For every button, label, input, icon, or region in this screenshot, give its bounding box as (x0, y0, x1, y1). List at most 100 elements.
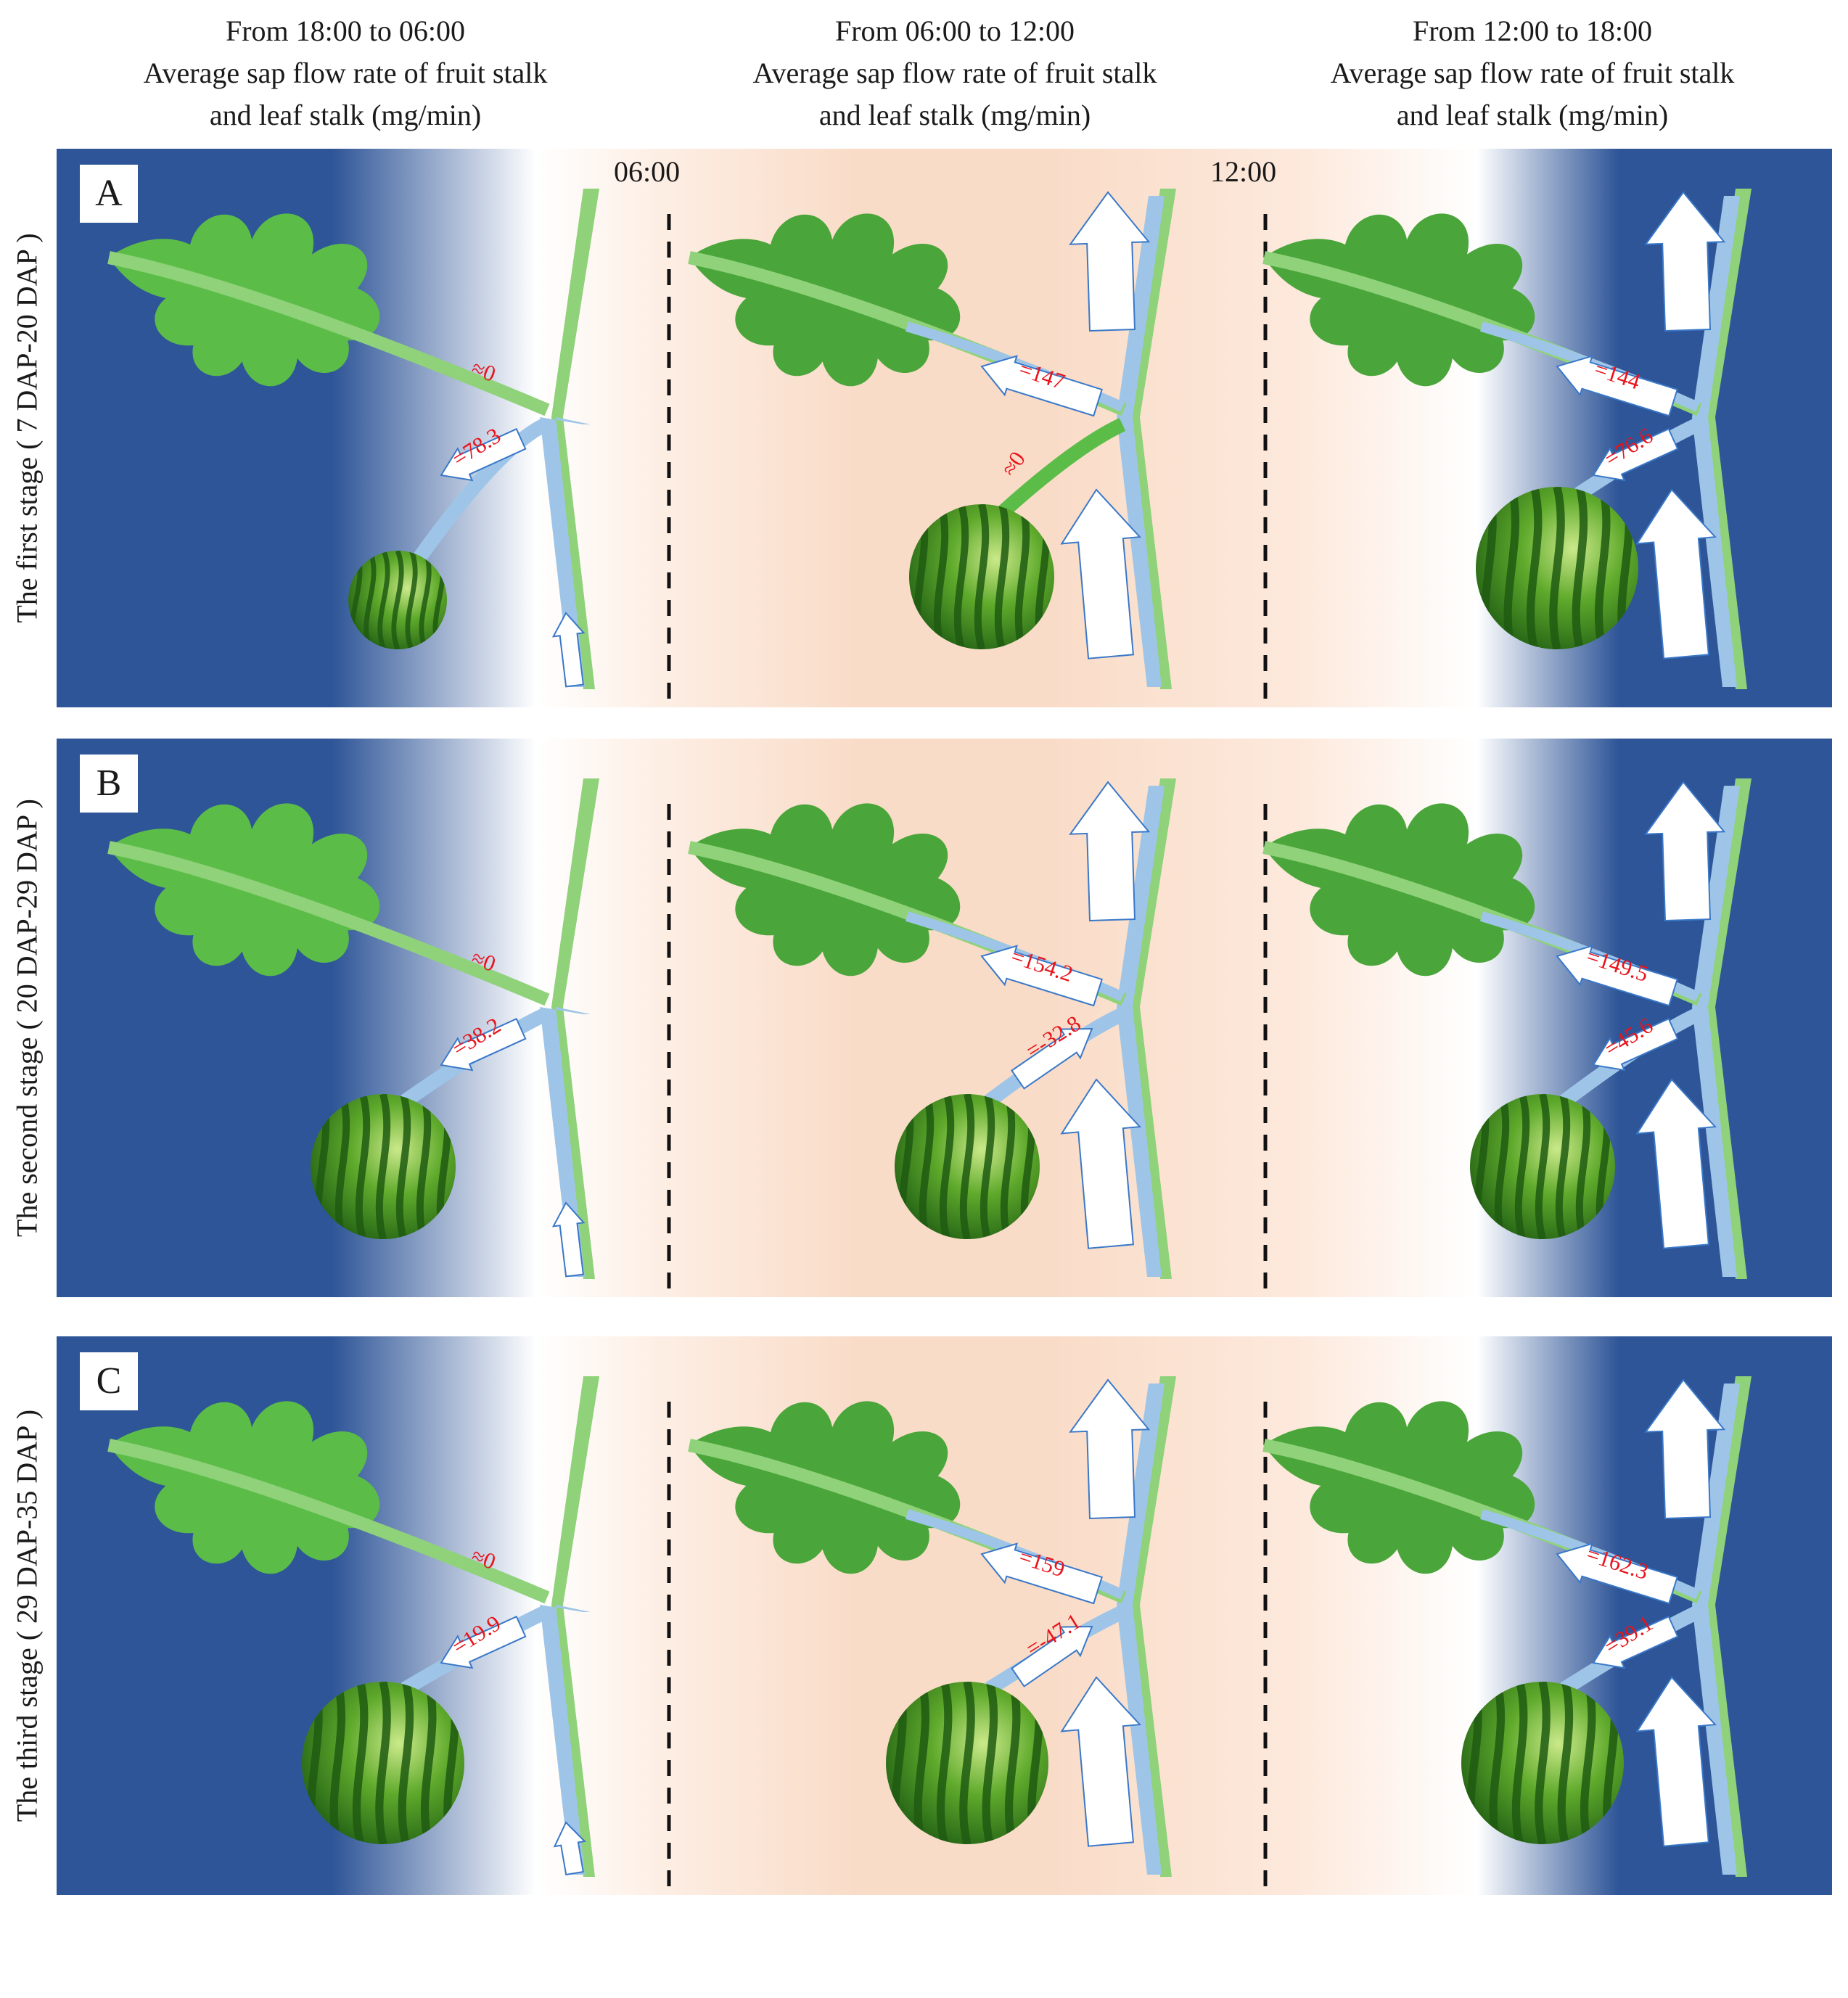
panel-letter: A (80, 165, 138, 223)
fruit-stripe (375, 1094, 391, 1239)
fruit-stripe (1549, 487, 1565, 649)
column-header-title: Average sap flow rate of fruit stalk (1330, 57, 1735, 89)
stem-flow-arrow-lower (1635, 488, 1717, 659)
stem-flow-arrow (551, 1201, 586, 1278)
fruit-stalk (998, 417, 1126, 517)
column-header-unit: and leaf stalk (mg/min) (1396, 99, 1669, 131)
time-marker-0600: 06:00 (614, 155, 681, 188)
fruit-stripe (352, 1682, 369, 1844)
fruit-stripe (974, 503, 990, 649)
xylem-sap-channel (540, 1007, 591, 1277)
column-header-time: From 06:00 to 12:00 (834, 15, 1075, 47)
fruit-stripe (1580, 1682, 1596, 1844)
panel-diagram: ≈0=78.3=147≈0=144=76.6 (57, 149, 1832, 707)
fruit-stripe (1514, 1094, 1530, 1239)
stage-label: The first stage ( 7 DAP-20 DAP ) (10, 233, 44, 623)
panel-second-stage: ≈0=38.2=154.2=-32.8=149.5=45.6 B (57, 739, 1832, 1297)
fruit-stripe (1557, 1682, 1574, 1844)
fruit-stripe (1489, 1682, 1506, 1844)
fruit-flow-arrow (1592, 427, 1679, 482)
xylem-sap-channel (1692, 1384, 1740, 1875)
fruit-stripe (933, 503, 949, 649)
stem-flow-arrow-lower (1060, 1078, 1142, 1249)
column-header-time: From 18:00 to 06:00 (225, 15, 466, 47)
leaf-flow-arrow (980, 945, 1103, 1007)
fruit-stripe (1503, 487, 1520, 649)
stem-flow-arrow (551, 612, 586, 688)
fruit-stripe (1000, 1094, 1016, 1239)
leaf-flow-arrow (1556, 1542, 1678, 1605)
fruit-stripe (364, 549, 377, 649)
column-header-title: Average sap flow rate of fruit stalk (752, 57, 1157, 89)
main-stem (1128, 1376, 1176, 1877)
stem-flow-arrow-upper (1644, 1378, 1726, 1520)
fruit-stripe (1526, 487, 1543, 649)
fruit-stripe (939, 1094, 955, 1239)
plant-scene: =144=76.6 (1262, 189, 1752, 689)
main-stem (1704, 189, 1752, 689)
fruit-stalk (413, 417, 549, 562)
stem-flow-arrow-upper (1644, 191, 1726, 332)
main-stem (551, 189, 599, 689)
xylem-sap-channel (1692, 786, 1740, 1277)
plant-scene: =149.5=45.6 (1262, 778, 1752, 1279)
plant-scene: ≈0=19.9 (107, 1376, 599, 1877)
fruit-stripe (1004, 1682, 1021, 1844)
leaf-flow-arrow (1556, 355, 1678, 417)
leaf-flow-arrow (980, 1542, 1103, 1605)
main-stem (551, 1376, 599, 1877)
panel-letter: C (80, 1352, 138, 1410)
fruit-stripe (395, 1094, 411, 1239)
fruit-stripe (936, 1682, 953, 1844)
panel-diagram: ≈0=38.2=154.2=-32.8=149.5=45.6 (57, 739, 1832, 1297)
xylem-sap-channel (540, 417, 591, 687)
fruit-flow-arrow (440, 1017, 527, 1072)
column-header-unit: and leaf stalk (mg/min) (209, 99, 482, 131)
fruit-stripe (953, 503, 969, 649)
fruit-flow-arrow (440, 427, 527, 482)
xylem-sap-channel (1117, 786, 1165, 1277)
xylem-sap-channel (1692, 196, 1740, 687)
fruit-flow-arrow (1011, 1625, 1093, 1687)
fruit-stripe (1494, 1094, 1510, 1239)
fruit-stripe (1535, 1682, 1551, 1844)
fruit-stripe (919, 1094, 935, 1239)
row-label-first-stage: The first stage ( 7 DAP-20 DAP ) (1, 149, 52, 707)
fruit-stripe (913, 1682, 930, 1844)
panel-first-stage: ≈0=78.3=147≈0=144=76.6 A 06:00 12:00 (57, 149, 1832, 707)
fruit-stripe (398, 1682, 414, 1844)
xylem-sap-channel (540, 1605, 591, 1875)
panel-letter: B (80, 755, 138, 813)
fruit-stripe (329, 1682, 346, 1844)
fruit-stripe (1014, 503, 1030, 649)
leaf-petiole (107, 251, 550, 416)
panel-third-stage: ≈0=19.9=159=-47.1=162.3=39.1 C (57, 1336, 1832, 1895)
panel-diagram: ≈0=19.9=159=-47.1=162.3=39.1 (57, 1336, 1832, 1895)
column-header-title: Average sap flow rate of fruit stalk (143, 57, 548, 89)
stem-flow-arrow (553, 1821, 586, 1876)
fruit-stripe (994, 503, 1010, 649)
column-header-morning: From 06:00 to 12:00 Average sap flow rat… (679, 10, 1231, 136)
stem-flow-arrow-upper (1644, 781, 1726, 922)
stem-flow-arrow-lower (1635, 1676, 1717, 1847)
fruit-stripe (405, 549, 418, 649)
fruit-stripe (1511, 1682, 1528, 1844)
fruit-flow-arrow (440, 1615, 527, 1669)
row-label-second-stage: The second stage ( 20 DAP-29 DAP ) (1, 739, 52, 1297)
plant-scene: ≈0=38.2 (107, 778, 599, 1279)
column-header-time: From 12:00 to 18:00 (1412, 15, 1653, 47)
row-label-third-stage: The third stage ( 29 DAP-35 DAP ) (1, 1336, 52, 1895)
fruit-stripe (391, 549, 404, 649)
fruit-stripe (377, 549, 390, 649)
fruit-stripe (959, 1094, 975, 1239)
plant-scene: =159=-47.1 (688, 1376, 1176, 1877)
time-marker-1200: 12:00 (1210, 155, 1277, 188)
fruit-stripe (1572, 487, 1588, 649)
fruit-stripe (980, 1094, 995, 1239)
leaf-petiole (107, 841, 550, 1006)
xylem-sap-channel (1117, 196, 1165, 687)
stem-flow-arrow-upper (1069, 1378, 1151, 1520)
plant-scene: =147≈0 (688, 189, 1176, 689)
stem-flow-arrow-upper (1069, 191, 1151, 332)
main-stem (1704, 778, 1752, 1279)
